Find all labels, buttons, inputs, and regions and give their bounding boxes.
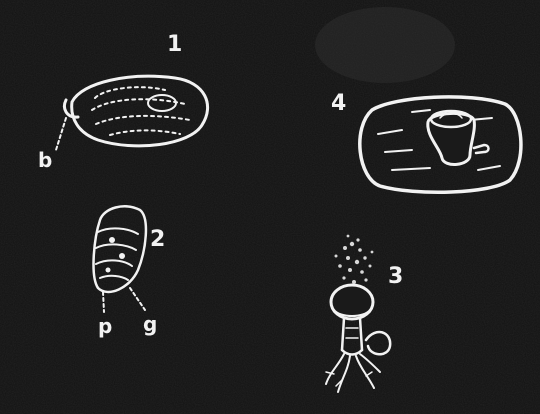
- figure-number-3: 3: [388, 266, 403, 288]
- plate-smudge: [315, 7, 455, 83]
- figure-number-2: 2: [150, 229, 165, 251]
- part-label-g: g: [143, 314, 157, 334]
- figure-number-1: 1: [167, 34, 182, 56]
- part-label-p: p: [98, 316, 112, 336]
- figure-number-4: 4: [331, 93, 346, 115]
- part-label-b: b: [38, 150, 52, 170]
